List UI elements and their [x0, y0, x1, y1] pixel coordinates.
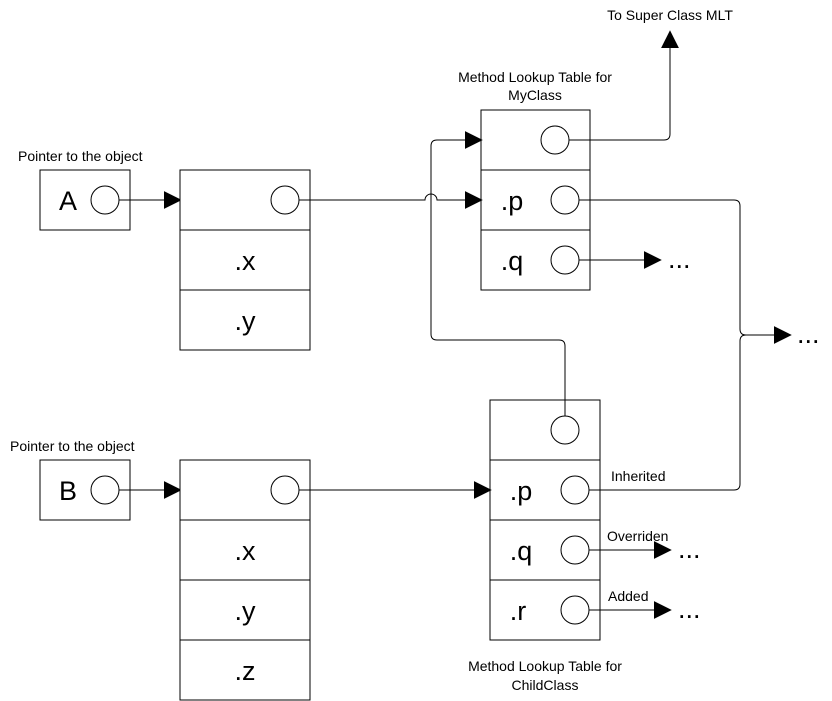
arrow-object-a-to-mlt — [299, 191, 483, 209]
pointer-circle-b — [90, 475, 120, 505]
pointer-label-b: Pointer to the object — [10, 438, 135, 454]
arrow-to-super-class — [569, 30, 679, 141]
mlt-childclass-super-cell — [489, 399, 601, 461]
mlt-myclass-p-circle — [550, 185, 580, 215]
mlt-childclass-method-p: .p — [510, 476, 533, 506]
added-note: Added — [608, 588, 648, 604]
mlt-myclass-table: .p .q — [480, 109, 591, 291]
arrow-childclass-p-inherited — [589, 334, 747, 491]
mlt-childclass-p-circle — [560, 475, 590, 505]
object-b-field-cell — [179, 579, 311, 641]
mlt-myclass-method-q: .q — [501, 246, 524, 276]
object-a-field-cell — [179, 289, 311, 351]
mlt-myclass-super-circle — [540, 125, 570, 155]
mlt-childclass-super-circle — [550, 415, 580, 445]
object-b-mlt-pointer-circle — [270, 475, 300, 505]
mlt-childclass-q-circle — [560, 535, 590, 565]
myclass-p-target: ... — [797, 319, 820, 349]
object-a-mlt-pointer-circle — [270, 185, 300, 215]
object-a-record: .x .y — [179, 169, 311, 351]
overriden-note: Overriden — [607, 528, 668, 544]
myclass-q-target: ... — [668, 244, 691, 274]
inherited-note: Inherited — [611, 468, 665, 484]
mlt-childclass-table: .p .q .r — [489, 399, 601, 641]
object-b-field-cell — [179, 519, 311, 581]
object-b-field-x: .x — [234, 536, 256, 566]
mlt-myclass-method-p: .p — [501, 186, 524, 216]
object-b-field-z: .z — [234, 656, 255, 686]
object-a-field-y: .y — [234, 306, 256, 336]
pointer-label-a: Pointer to the object — [18, 148, 143, 164]
super-class-label: To Super Class MLT — [607, 7, 733, 23]
mlt-myclass-title-line2: MyClass — [508, 87, 562, 103]
mlt-childclass-method-q: .q — [510, 536, 533, 566]
pointer-name-b: B — [59, 476, 77, 506]
object-a-field-x: .x — [234, 246, 256, 276]
mlt-childclass-method-r: .r — [510, 596, 527, 626]
mlt-childclass-title-line2: ChildClass — [512, 677, 579, 693]
childclass-q-target: ... — [678, 534, 701, 564]
mlt-childclass-r-circle — [560, 595, 590, 625]
pointer-name-a: A — [59, 186, 77, 216]
arrow-childclass-to-super — [430, 131, 566, 416]
mlt-myclass-title-line1: Method Lookup Table for — [458, 69, 612, 85]
pointer-circle-a — [90, 185, 120, 215]
mlt-childclass-title-line1: Method Lookup Table for — [468, 658, 622, 674]
childclass-r-target: ... — [678, 594, 701, 624]
object-b-field-y: .y — [234, 596, 256, 626]
object-b-record: .x .y .z — [179, 459, 311, 701]
arrow-myclass-p — [579, 199, 792, 344]
mlt-myclass-q-circle — [550, 245, 580, 275]
object-b-field-cell — [179, 639, 311, 701]
